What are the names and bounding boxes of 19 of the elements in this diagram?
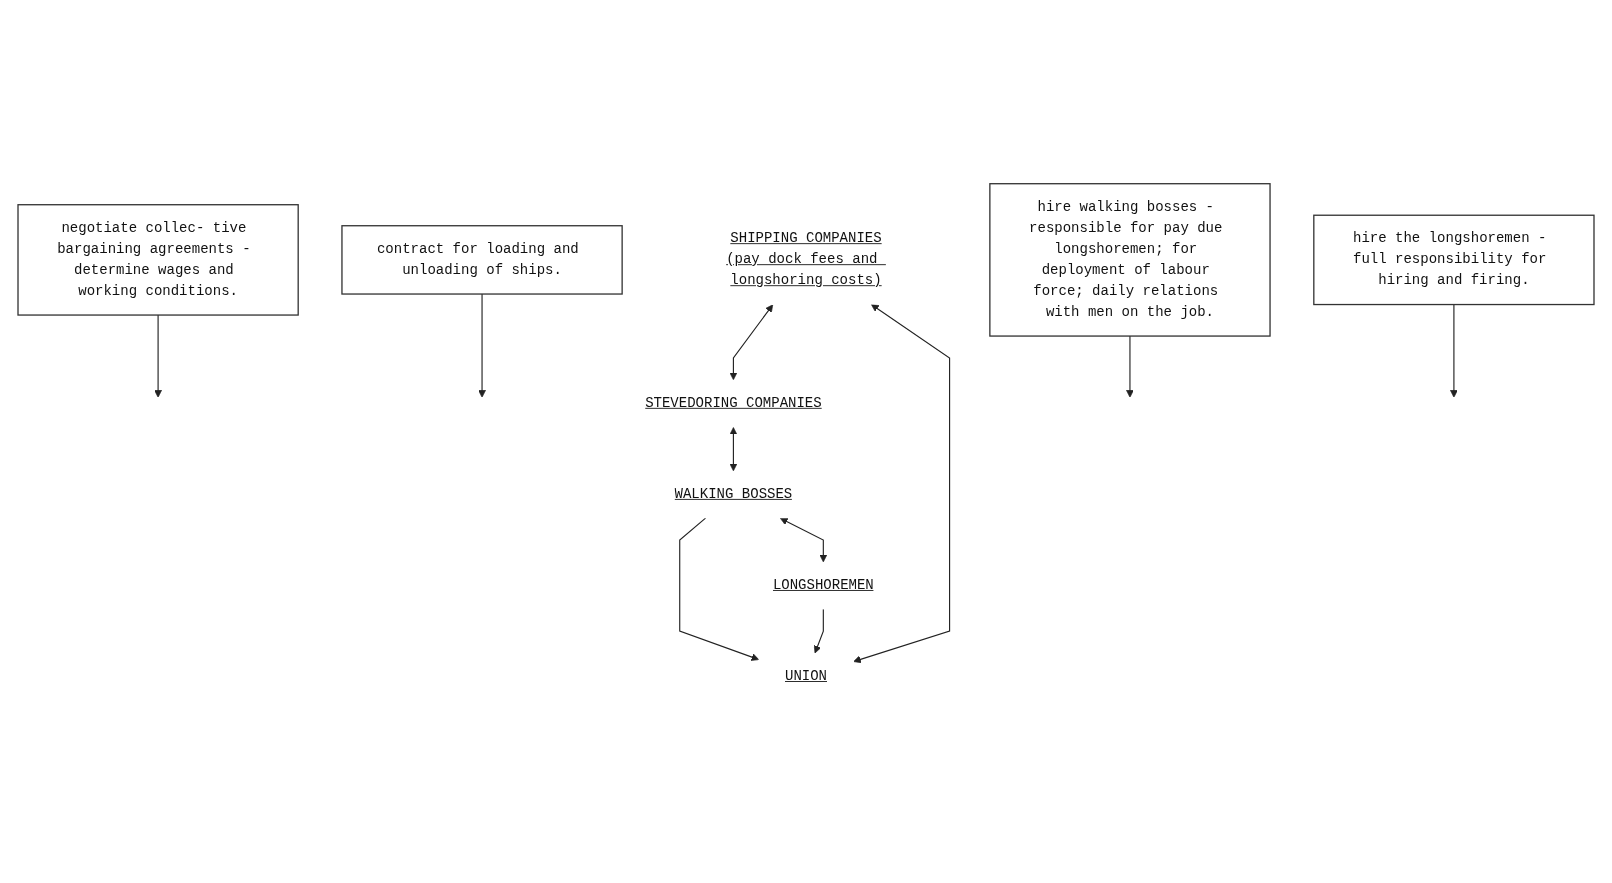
arrow [813, 608, 824, 653]
node-text: LONGSHOREMEN [772, 577, 874, 593]
node-text: WALKING BOSSES [674, 486, 793, 502]
node-box: contract for loading and unloading of ships. [341, 224, 623, 295]
arrow [1126, 335, 1134, 398]
arrow [729, 426, 738, 471]
arrow [478, 292, 486, 398]
arrow [853, 303, 951, 663]
node-box: hire the longshoremen - full responsibility for hiring and firing. [1313, 214, 1595, 305]
node-box: hire walking bosses - responsible for pay due longshoremen; for deployment of labour force; daily relations with men on the job. [989, 182, 1271, 337]
node-text: UNION [784, 668, 828, 685]
arrow [154, 314, 162, 398]
node-box: negotiate collec- tive bargaining agreements - determine wages and working conditions. [17, 203, 299, 316]
node-text: SHIPPING COMPANIES (pay dock fees and longshoring costs) [726, 230, 882, 289]
arrow [780, 517, 828, 562]
arrow [679, 517, 760, 661]
arrow [729, 303, 774, 380]
node-text: STEVEDORING COMPANIES [645, 395, 822, 411]
arrow [1450, 303, 1458, 398]
